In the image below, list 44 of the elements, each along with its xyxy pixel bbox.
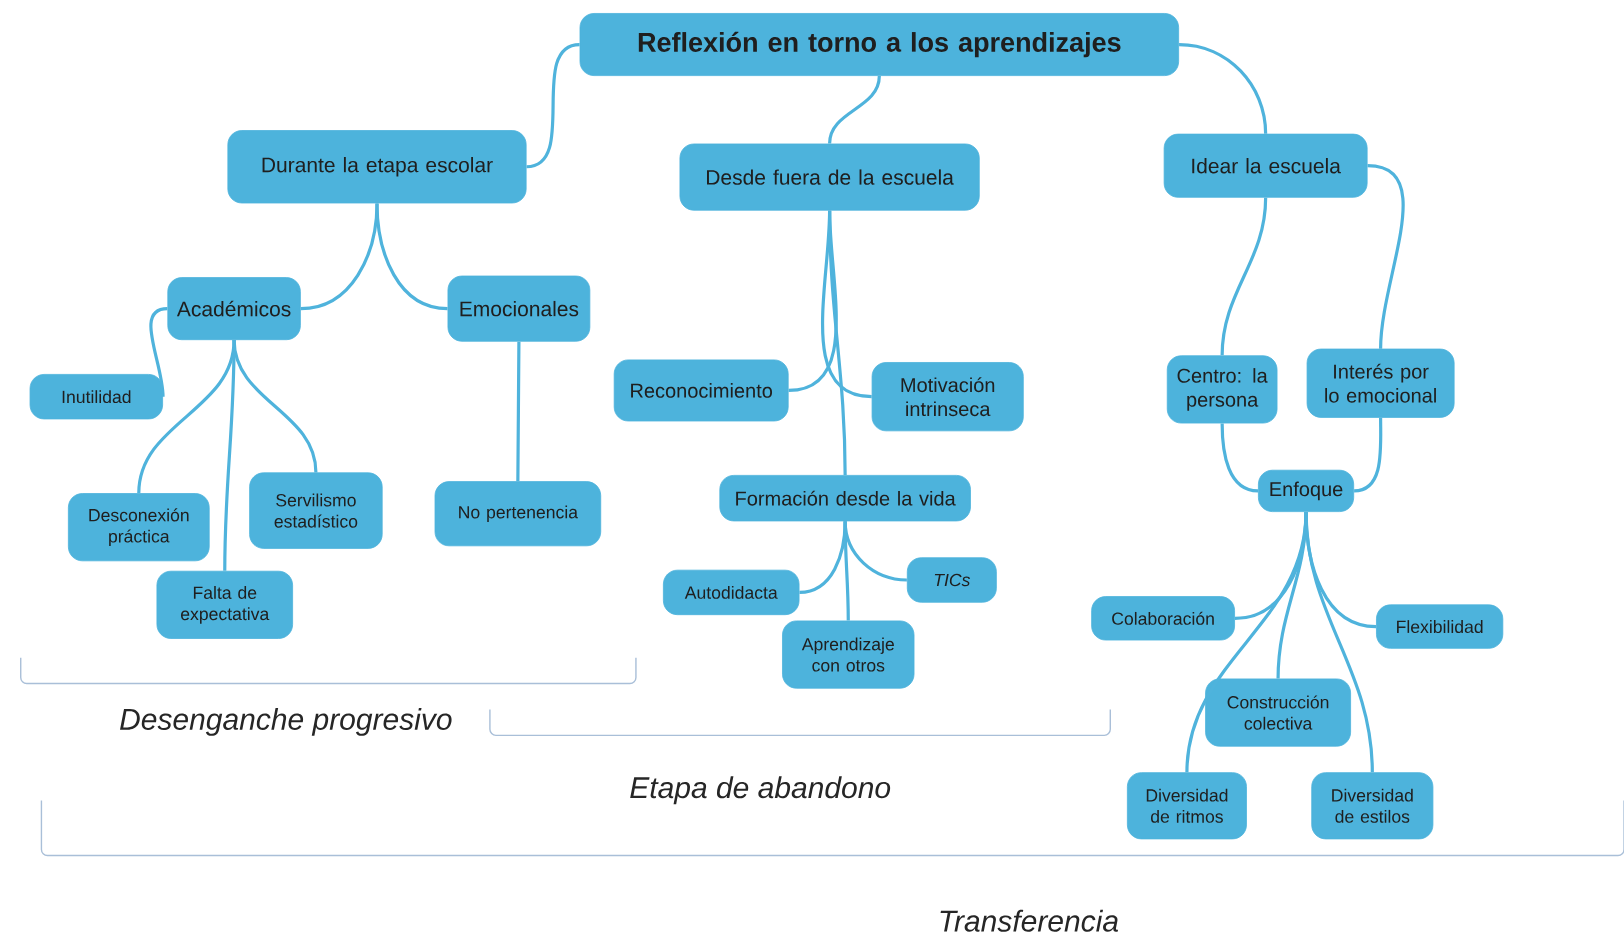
concept-box: Académicos bbox=[167, 277, 301, 341]
concept-box: Formación desde la vida bbox=[719, 475, 971, 522]
connector bbox=[1220, 197, 1268, 356]
topic-box: Reflexión en torno a los aprendizajes bbox=[579, 13, 1180, 77]
connector bbox=[828, 75, 881, 144]
concept-box: No pertenencia bbox=[434, 481, 602, 547]
concept-box: Colaboración bbox=[1091, 596, 1235, 641]
concept-box: TICs bbox=[906, 557, 997, 603]
concept-box: Motivación intrinseca bbox=[871, 362, 1024, 432]
stage-label: Desenganche progresivo bbox=[120, 708, 452, 736]
connector bbox=[526, 43, 580, 169]
connector bbox=[1353, 417, 1383, 493]
concept-box: Autodidacta bbox=[663, 569, 800, 616]
concept-box: Reconocimiento bbox=[613, 359, 789, 422]
stage-label: Transferencia bbox=[940, 909, 1118, 932]
connector bbox=[516, 341, 521, 482]
connector bbox=[223, 340, 236, 571]
stage-label: Etapa de abandono bbox=[630, 776, 891, 805]
connector bbox=[375, 203, 448, 311]
concept-box: Falta de expectativa bbox=[156, 570, 293, 639]
concept-box: Idear la escuela bbox=[1163, 133, 1368, 198]
connector bbox=[300, 203, 379, 311]
concept-box: Desconexión práctica bbox=[67, 493, 210, 562]
concept-box: Diversidad de estilos bbox=[1311, 772, 1434, 840]
concept-box: Interés por lo emocional bbox=[1306, 348, 1455, 418]
connector bbox=[799, 521, 847, 595]
connector bbox=[1367, 164, 1405, 349]
concept-box: Enfoque bbox=[1258, 469, 1355, 513]
concept-box: Emocionales bbox=[447, 275, 591, 342]
concept-box: Construcción colectiva bbox=[1205, 678, 1351, 747]
concept-box: Centro: la persona bbox=[1166, 355, 1278, 424]
concept-box: Servilismo estadístico bbox=[249, 472, 383, 549]
concept-box: Flexibilidad bbox=[1376, 604, 1504, 649]
concept-box: Aprendizaje con otros bbox=[782, 620, 915, 689]
concept-box: Diversidad de ritmos bbox=[1126, 772, 1247, 840]
connector bbox=[1220, 423, 1259, 493]
concept-box: Desde fuera de la escuela bbox=[679, 143, 980, 211]
concept-box: Inutilidad bbox=[29, 374, 163, 420]
connector bbox=[1178, 43, 1268, 134]
connector bbox=[828, 210, 847, 476]
connector bbox=[843, 521, 850, 621]
concept-box: Durante la etapa escolar bbox=[227, 130, 527, 204]
connector bbox=[1304, 512, 1374, 773]
connector bbox=[1185, 511, 1308, 773]
